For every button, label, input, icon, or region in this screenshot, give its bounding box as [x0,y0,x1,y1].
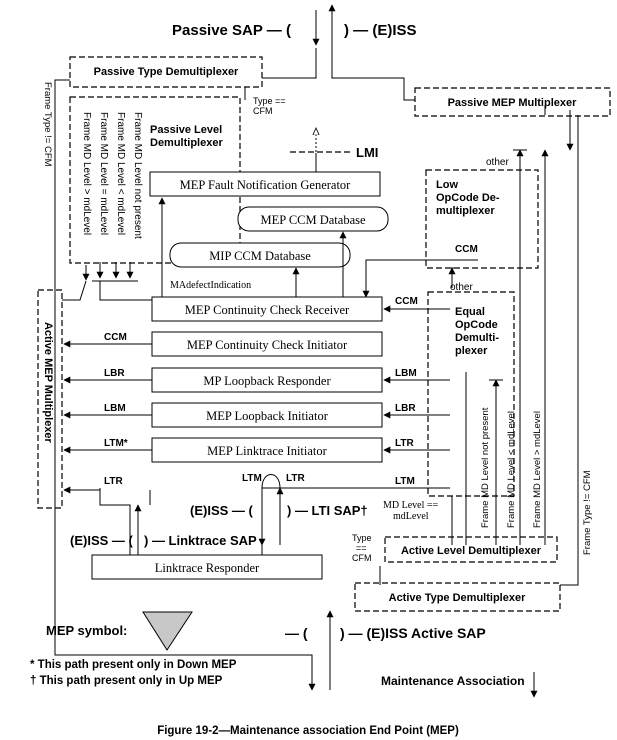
passive-eiss-label: ) — (E)ISS [344,22,417,39]
mep-ccm-db-box [237,206,389,232]
lbm-out-label: LBM [104,403,126,414]
ccm-right-label: CCM [455,244,478,255]
mip-ccm-db-box [169,242,351,268]
low-opcode-label-1: Low [436,179,458,191]
frame-type-neq-cfm-right-label: Frame Type != CFM [582,470,593,555]
equal-opcode-label-4: plexer [455,345,488,357]
low-opcode-ccm-arrow [362,259,478,298]
ccm-recv-in-label: CCM [395,296,418,307]
cc-initiator-box [151,331,383,357]
passive-level-to-active-mux [62,280,87,301]
md-level-eq-1: MD Level == [383,500,439,511]
note-down-mep: * This path present only in Down MEP [30,659,237,671]
lt-initiator-box [151,437,383,463]
mip-ccm-db-label: MIP CCM Database [209,249,311,263]
type-cfm-bottom-2: == [356,543,367,553]
passive-type-demux-box [69,56,263,88]
type-cfm-bottom-3: CFM [352,553,372,563]
linktrace-sap-label: ) — Linktrace SAP [144,533,257,548]
active-level-demux-box [384,536,558,563]
mep-symbol-label: MEP symbol: [46,623,127,638]
frame-type-neq-cfm-right-path [560,115,579,586]
ccm-out-label: CCM [104,332,127,343]
equal-opcode-demux-box [427,291,515,497]
lb-initiator-box [151,402,383,428]
active-vert-level-gt: Frame MD Level > mdLevel [532,411,543,528]
note-up-mep: † This path present only in Up MEP [30,675,223,687]
ltr-path [99,490,131,555]
lbm-in-label: LBM [395,368,417,379]
lb-responder-box [151,367,383,393]
fault-notification-box [149,171,381,197]
ltr-mid-label: LTR [286,473,305,484]
ltr-out-label: LTR [104,476,123,487]
equal-opcode-label-1: Equal [455,306,485,318]
cc-receiver-label: MEP Continuity Check Receiver [185,303,350,317]
other-label-1: other [486,157,509,168]
type-cfm-top-1: Type == [253,96,286,106]
linktrace-eiss-label: (E)ISS — ( [70,533,134,548]
lbr-in-label: LBR [395,403,416,414]
passive-mux-to-sap [331,48,415,101]
active-level-demux-label: Active Level Demultiplexer [401,545,542,557]
active-vert-level-lt: Frame MD Level < mdLevel [506,411,517,528]
passive-vert-level-gt: Frame MD Level > mdLevel [81,112,92,235]
lt-responder-box [91,554,323,580]
figure-caption: Figure 19-2—Maintenance association End … [157,725,459,737]
ltr-in-label: LTR [395,438,414,449]
equal-opcode-label-2: OpCode [455,319,498,331]
low-opcode-label-2: OpCode De- [436,192,500,204]
cc-receiver-box [151,296,383,322]
active-type-demux-box [354,582,561,612]
ltr-out-arrow [63,486,101,494]
mep-symbol-triangle [142,611,193,651]
lb-initiator-label: MEP Loopback Initiator [206,409,329,423]
type-cfm-top-2: CFM [253,106,273,116]
passive-type-demux-label: Passive Type Demultiplexer [94,66,239,78]
frame-type-neq-cfm-left-label: Frame Type != CFM [42,82,53,167]
lb-responder-label: MP Loopback Responder [203,374,331,388]
fault-notification-label: MEP Fault Notification Generator [180,178,352,192]
low-opcode-label-3: multiplexer [436,205,495,217]
passive-level-demux-label-2: Demultiplexer [150,137,223,149]
passive-sap-label: Passive SAP — ( [172,22,291,39]
madefect-label: MAdefectIndication [170,280,251,291]
mep-ccm-db-label: MEP CCM Database [260,213,366,227]
active-sap-label: ) — (E)ISS Active SAP [340,625,486,641]
active-vert-level-np: Frame MD Level not present [480,407,491,528]
passive-sap-to-type-demux [262,48,317,79]
other-label-2: other [450,282,473,293]
lt-responder-label: Linktrace Responder [155,561,260,575]
active-mep-mux-box [37,289,63,509]
active-type-demux-label: Active Type Demultiplexer [389,592,526,604]
maintenance-association-label: Maintenance Association [381,674,525,688]
active-sap-paren: — ( [285,625,308,641]
type-cfm-bottom-1: Type [352,533,372,543]
lt-initiator-label: MEP Linktrace Initiator [207,444,327,458]
passive-vert-level-eq: Frame MD Level = mdLevel [98,112,109,235]
lbr-out-label: LBR [104,368,125,379]
passive-mep-mux-label: Passive MEP Multiplexer [448,97,578,109]
ltm-out-label: LTM* [104,438,128,449]
passive-vert-level-np: Frame MD Level not present [132,112,143,239]
passive-level-demux-label-1: Passive Level [150,124,222,136]
active-mep-mux-label: Active MEP Multiplexer [42,322,54,444]
passive-to-cc-receiver [99,281,160,301]
ltm-mid-label: LTM [242,473,262,484]
md-level-eq-2: mdLevel [393,511,429,522]
lti-crossover [261,474,281,489]
passive-mep-mux-box [414,87,611,117]
low-opcode-demux-box [425,169,539,269]
cc-initiator-label: MEP Continuity Check Initiator [187,338,348,352]
lti-sap-label: ) — LTI SAP† [287,503,368,518]
passive-vert-level-lt: Frame MD Level < mdLevel [115,112,126,235]
ltm-in-label: LTM [395,476,415,487]
lmi-label: LMI [356,145,378,160]
lti-eiss-label: (E)ISS — ( [190,503,254,518]
equal-opcode-label-3: Demulti- [455,332,499,344]
